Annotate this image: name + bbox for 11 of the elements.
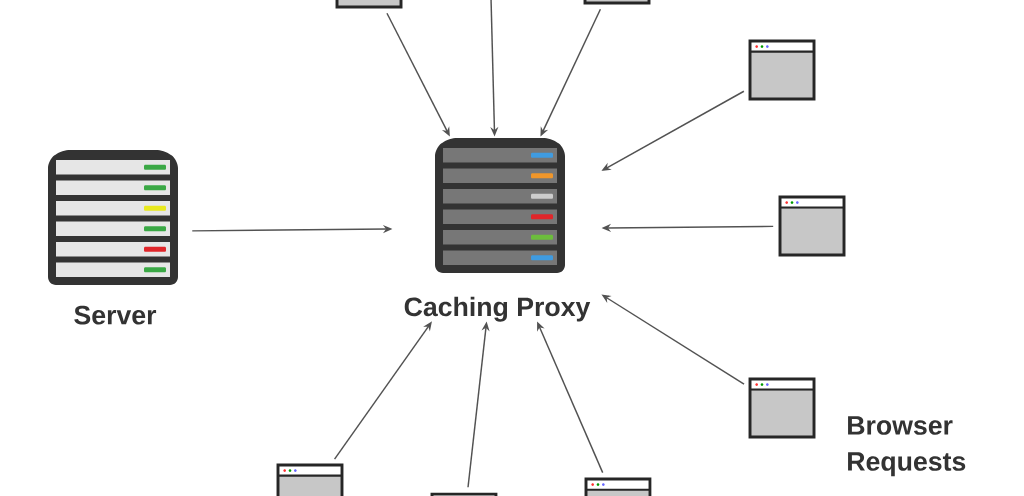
browser-window-icon xyxy=(276,463,344,496)
caption-label: Browser Requests xyxy=(848,416,966,477)
node-label: Caching Proxy xyxy=(404,296,591,322)
browser-window-icon xyxy=(748,39,816,101)
node-label: Server xyxy=(74,305,157,325)
browser-window-icon xyxy=(583,0,651,5)
browser-window-icon xyxy=(748,377,816,439)
browser-window-icon xyxy=(778,195,846,257)
browser-window-icon xyxy=(430,492,498,496)
browser-window-icon xyxy=(335,0,403,9)
browser-window-icon xyxy=(584,477,652,496)
